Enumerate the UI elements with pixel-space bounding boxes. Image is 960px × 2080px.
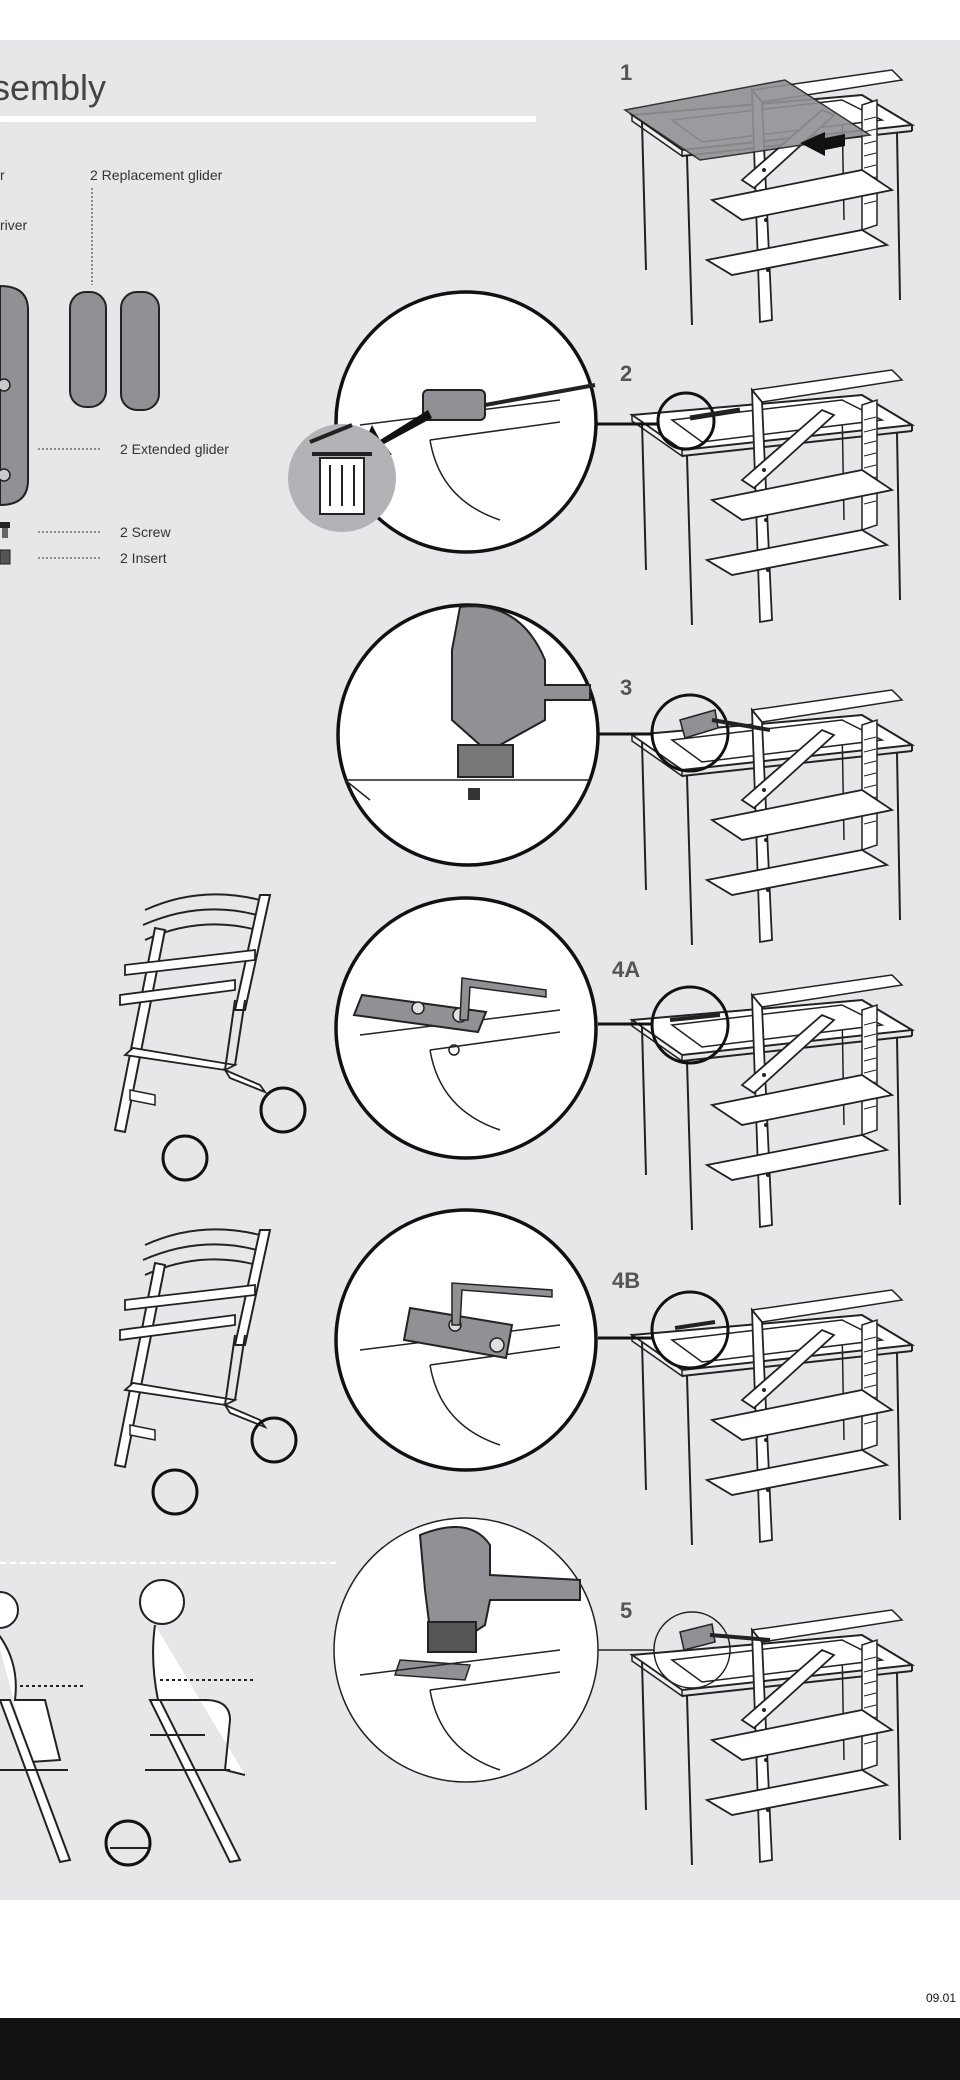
step-4b-illustration — [334, 1208, 913, 1546]
part-label-extended-glider: 2 Extended glider — [120, 441, 229, 457]
title-underline — [0, 116, 536, 122]
insert-part — [0, 549, 11, 565]
step-2-illustration — [288, 290, 913, 626]
step-label-2: 2 — [620, 361, 632, 386]
part-label-screw: 2 Screw — [120, 524, 171, 540]
allen-key-icon-4b — [451, 1282, 553, 1326]
doc-date: 09.01 — [926, 1991, 956, 2005]
child-seated-illustration-left — [0, 1591, 84, 1864]
part-label-cut-driver: river — [0, 217, 28, 233]
part-label-replacement-glider: 2 Replacement glider — [90, 167, 223, 183]
extended-glider-part — [0, 284, 29, 507]
slide-arrow-icon — [800, 132, 845, 156]
step-label-4a: 4A — [612, 957, 640, 982]
step-5-illustration — [333, 1517, 913, 1866]
step-3-illustration — [336, 603, 913, 946]
allen-key-icon — [459, 977, 547, 1021]
step-4a-illustration — [334, 896, 913, 1231]
step-label-1: 1 — [620, 60, 632, 85]
step-1-illustration — [623, 69, 913, 326]
step-label-5: 5 — [620, 1598, 632, 1623]
step-label-3: 3 — [620, 675, 632, 700]
footer-bar — [0, 2018, 960, 2080]
part-label-insert: 2 Insert — [120, 550, 167, 566]
step-label-4b: 4B — [612, 1268, 640, 1293]
child-seated-illustration-right — [104, 1579, 256, 1867]
page-title: sembly — [0, 67, 106, 108]
replacement-glider-parts — [69, 291, 160, 411]
chair-illustration-4a — [114, 893, 307, 1182]
screw-part — [0, 522, 10, 538]
chair-illustration-4b — [114, 1228, 298, 1516]
part-label-cut-top: r — [0, 167, 5, 183]
